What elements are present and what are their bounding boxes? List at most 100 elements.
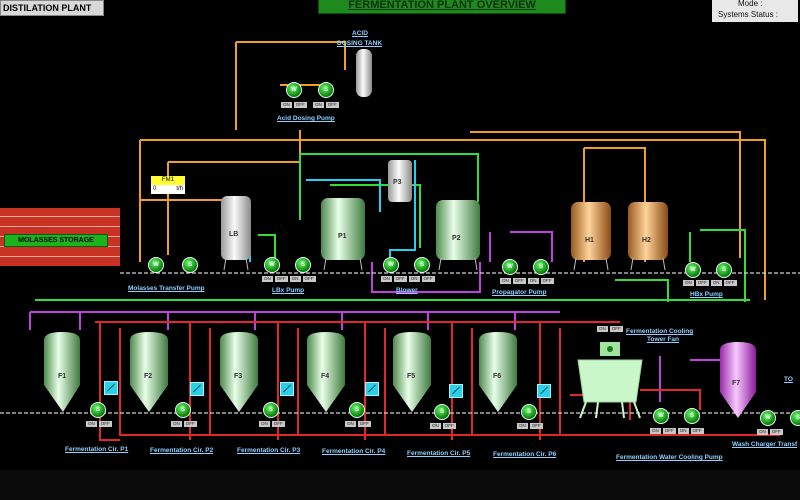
on-button[interactable]: ON — [262, 276, 273, 282]
orange-piping — [139, 41, 766, 300]
off-button[interactable]: OFF — [293, 102, 307, 108]
on-button[interactable]: ON — [381, 276, 392, 282]
off-button[interactable]: OFF — [302, 276, 316, 282]
valve-f4[interactable] — [365, 382, 379, 396]
off-button[interactable]: OFF — [769, 429, 783, 435]
off-button[interactable]: OFF — [540, 278, 554, 284]
on-button[interactable]: ON — [430, 423, 441, 429]
on-button[interactable]: ON — [171, 421, 182, 427]
on-button[interactable]: ON — [757, 429, 768, 435]
lb-pump-w[interactable]: W — [264, 257, 280, 273]
off-button[interactable]: OFF — [609, 326, 623, 332]
valve-f1[interactable] — [104, 381, 118, 395]
wash-charger-pump-s[interactable]: S — [790, 410, 800, 426]
on-button[interactable]: ON — [289, 276, 301, 282]
valve-f3[interactable] — [280, 382, 294, 396]
valve-f6[interactable] — [537, 384, 551, 398]
flow-meter-fm1: FM1 0 t/h — [151, 176, 185, 196]
fermentation-cir-p2-label: Fermentation Cir. P2 — [150, 447, 214, 454]
valve-f5[interactable] — [449, 384, 463, 398]
mode-label: Mode : — [738, 0, 763, 8]
valve-f2[interactable] — [190, 382, 204, 396]
tank-p3-label: P3 — [393, 179, 402, 186]
acid-pump-s[interactable]: S — [318, 82, 334, 98]
on-button[interactable]: ON — [710, 280, 722, 286]
fermenter-f2-label: F2 — [144, 373, 152, 380]
distillation-plant-button[interactable]: DISTILATION PLANT — [0, 0, 104, 16]
fermenter-f1 — [44, 332, 80, 412]
fermenter-f3-label: F3 — [234, 373, 242, 380]
off-button[interactable]: OFF — [442, 423, 456, 429]
on-button[interactable]: ON — [527, 278, 539, 284]
water-cooling-pump-s[interactable]: S — [684, 408, 700, 424]
off-button[interactable]: OFF — [662, 428, 676, 434]
off-button[interactable]: OFF — [529, 423, 543, 429]
off-button[interactable]: OFF — [421, 276, 435, 282]
fermenter-f3 — [220, 332, 258, 412]
molasses-storage-label[interactable]: MOLASSES STORAGE — [4, 234, 108, 247]
acid-pump-w[interactable]: W — [286, 82, 302, 98]
water-cooling-pump-w[interactable]: W — [653, 408, 669, 424]
off-button[interactable]: OFF — [393, 276, 407, 282]
tank-p1-label: P1 — [338, 233, 347, 240]
blower-s[interactable]: S — [414, 257, 430, 273]
cir-p3-pump[interactable]: S — [263, 402, 279, 418]
fermenter-f4 — [307, 332, 345, 412]
on-button[interactable]: ON — [313, 102, 324, 108]
off-button[interactable]: OFF — [274, 276, 288, 282]
fermentation-cir-p1-label: Fermentation Cir. P1 — [65, 446, 129, 453]
propagator-pump-w[interactable]: W — [502, 259, 518, 275]
cir-p2-pump[interactable]: S — [175, 402, 191, 418]
fermenter-f2 — [130, 332, 168, 412]
on-button[interactable]: ON — [86, 421, 97, 427]
tank-h2-label: H2 — [642, 237, 651, 244]
lb-pump-label: LBx Pump — [272, 287, 305, 294]
on-button[interactable]: ON — [683, 280, 694, 286]
lb-pump-s[interactable]: S — [295, 257, 311, 273]
cir-p5-pump[interactable]: S — [434, 404, 450, 420]
molasses-pump-w[interactable]: W — [148, 257, 164, 273]
molasses-pump-s[interactable]: S — [182, 257, 198, 273]
cir-p6-pump[interactable]: S — [521, 404, 537, 420]
off-button[interactable]: OFF — [325, 102, 339, 108]
on-button[interactable]: ON — [517, 423, 528, 429]
cir-p1-pump[interactable]: S — [90, 402, 106, 418]
on-button[interactable]: ON — [500, 278, 511, 284]
off-button[interactable]: OFF — [357, 421, 371, 427]
hb-pump-s[interactable]: S — [716, 262, 732, 278]
on-button[interactable]: ON — [650, 428, 661, 434]
on-button[interactable]: ON — [345, 421, 356, 427]
off-button[interactable]: OFF — [723, 280, 737, 286]
propagator-pump-s[interactable]: S — [533, 259, 549, 275]
on-button[interactable]: ON — [597, 326, 608, 332]
blower-w[interactable]: W — [383, 257, 399, 273]
off-button[interactable]: OFF — [271, 421, 285, 427]
off-button[interactable]: OFF — [183, 421, 197, 427]
molasses-transfer-pump-label: Molasses Transfer Pump — [128, 285, 205, 292]
right-edge-label: TO — [784, 376, 793, 383]
hb-pump-w[interactable]: W — [685, 262, 701, 278]
propagator-pump-label: Propagator Pump — [492, 289, 547, 296]
fermenter-f5-label: F5 — [407, 373, 415, 380]
top-bar: DISTILATION PLANT FERMENTATION PLANT OVE… — [0, 0, 800, 22]
fermenter-f4-label: F4 — [321, 373, 329, 380]
off-button[interactable]: OFF — [512, 278, 526, 284]
wash-charger-pump-w[interactable]: W — [760, 410, 776, 426]
on-button[interactable]: ON — [259, 421, 270, 427]
hb-pump-label: HBx Pump — [690, 291, 723, 298]
acid-tank-label-1: ACID — [352, 30, 368, 37]
process-diagram: LB P1 P2 P3 H1 H2 F7 F1 F2 F3 F4 F5 F6 — [0, 41, 800, 441]
cir-p4-pump[interactable]: S — [349, 402, 365, 418]
off-button[interactable]: OFF — [690, 428, 704, 434]
off-button[interactable]: OFF — [695, 280, 709, 286]
on-button[interactable]: ON — [281, 102, 292, 108]
off-button[interactable]: OFF — [98, 421, 112, 427]
on-button[interactable]: ON — [677, 428, 689, 434]
on-button[interactable]: ON — [408, 276, 420, 282]
